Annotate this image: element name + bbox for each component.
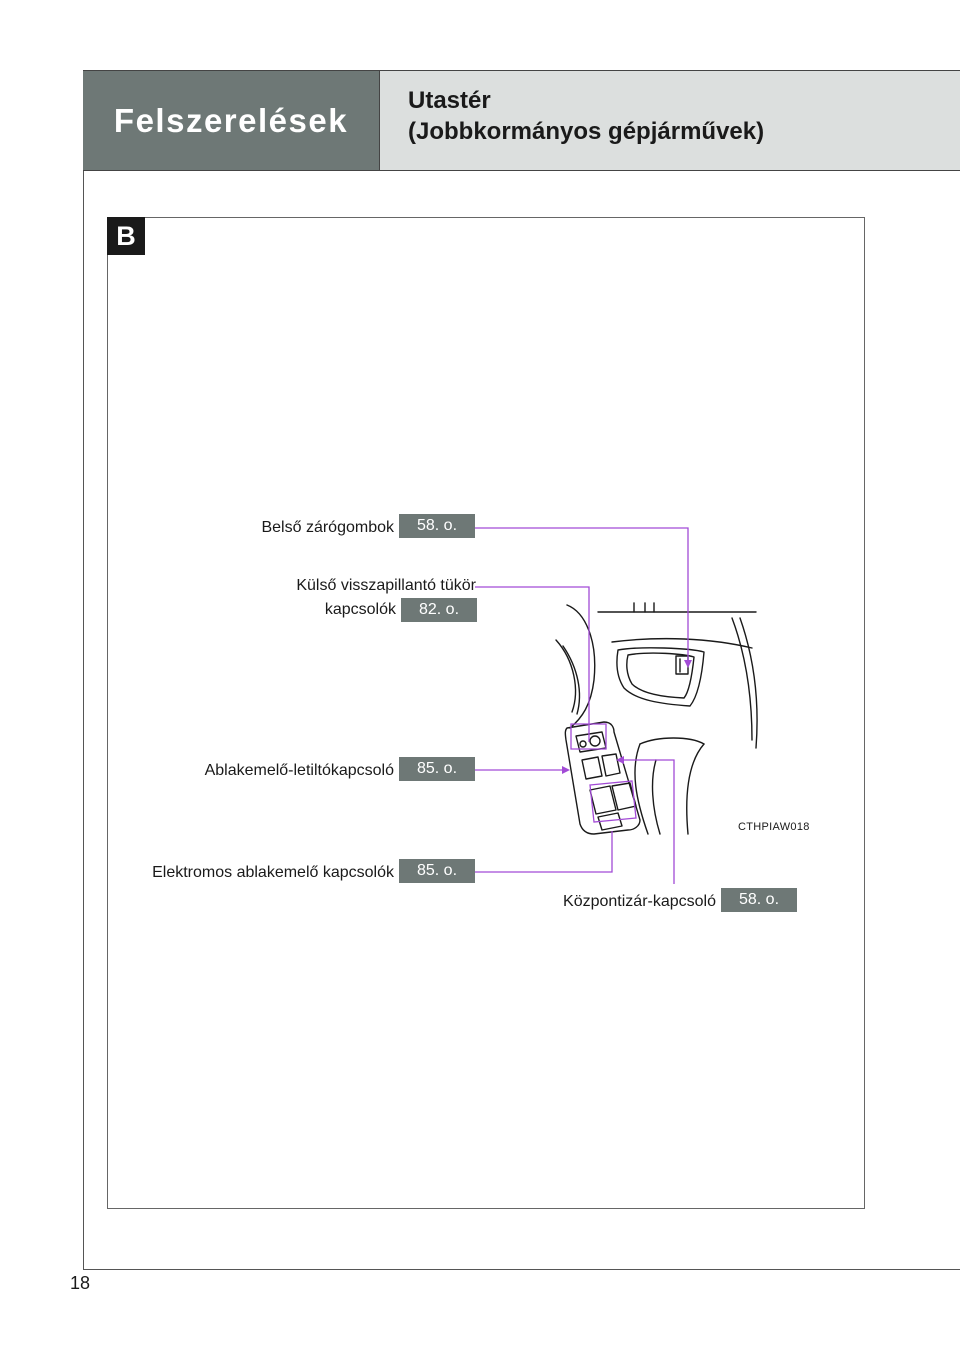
section-badge: B [107, 217, 145, 255]
figure-frame [107, 217, 865, 1209]
image-code: CTHPIAW018 [738, 821, 810, 833]
chapter-title: Felszerelések [113, 101, 349, 139]
callout-window-lock-label: Ablakemelő-letiltókapcsoló [204, 762, 394, 779]
callout-mirror-label-line-2: kapcsolók [324, 601, 396, 618]
callout-inner-lock-label: Belső zárógombok [261, 519, 394, 536]
section-title: Utastér (Jobbkormányos gépjárművek) [379, 71, 960, 170]
section-title-line-1: Utastér [408, 87, 491, 114]
callout-central-lock-label: Központizár-kapcsoló [563, 893, 716, 910]
page-number: 18 [70, 1273, 91, 1293]
callout-inner-lock-ref[interactable]: 58. o. [399, 514, 475, 538]
callout-central-lock-ref[interactable]: 58. o. [721, 888, 797, 912]
callout-power-window-label: Elektromos ablakemelő kapcsolók [152, 864, 394, 881]
page-header: Felszerelések Utastér (Jobbkormányos gép… [83, 70, 960, 171]
chapter-tab: Felszerelések [83, 71, 379, 170]
callout-mirror-label-line-1: Külső visszapillantó tükör [296, 577, 476, 594]
callout-power-window-ref[interactable]: 85. o. [399, 859, 475, 883]
callout-window-lock-ref[interactable]: 85. o. [399, 757, 475, 781]
callout-mirror-ref[interactable]: 82. o. [401, 598, 477, 622]
page-frame [83, 70, 960, 1270]
section-title-line-2: (Jobbkormányos gépjárművek) [408, 118, 765, 145]
